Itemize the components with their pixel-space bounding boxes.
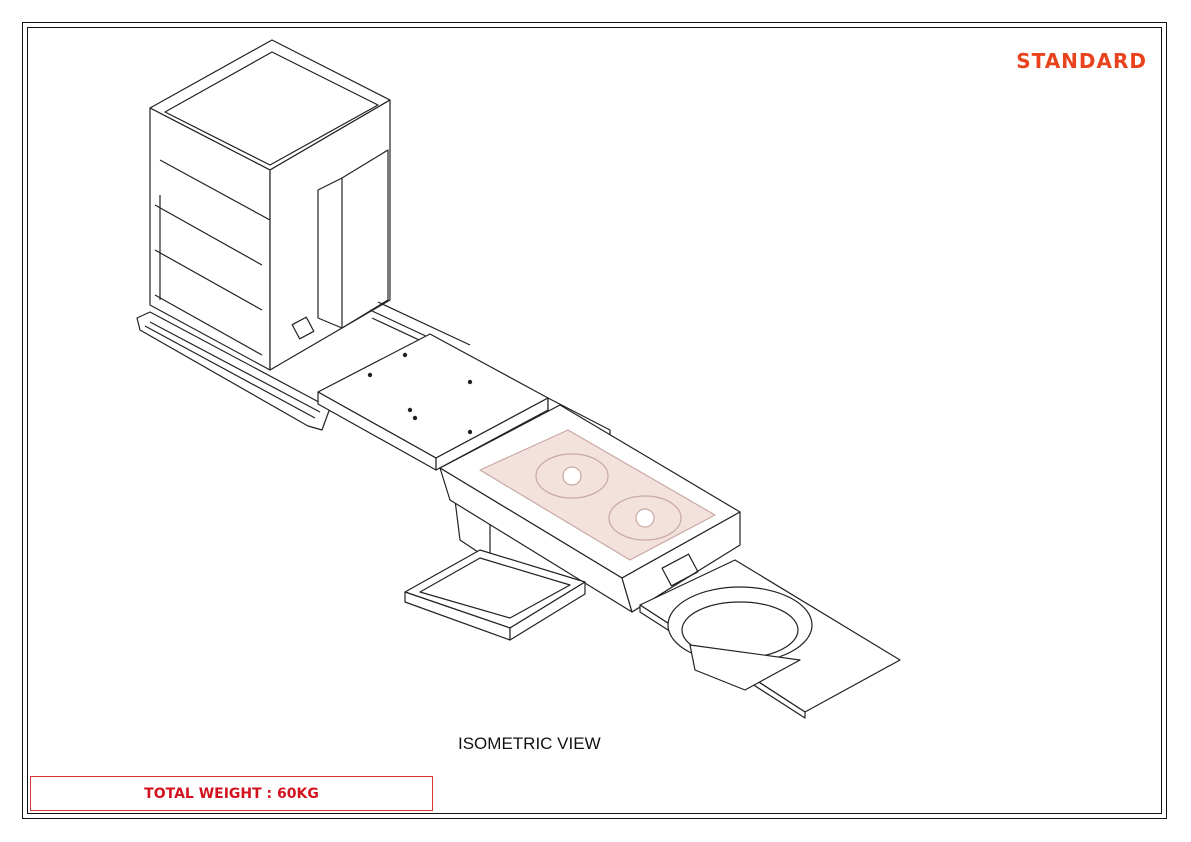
base-rail <box>136 311 331 431</box>
sink-board <box>639 559 901 719</box>
drawing-outer-frame <box>22 22 1167 819</box>
tall-cabinet <box>149 39 391 371</box>
middle-panel <box>317 333 549 471</box>
weight-text: TOTAL WEIGHT : 60KG <box>144 785 319 802</box>
view-label: ISOMETRIC VIEW <box>458 734 601 753</box>
brand-label: STANDARD <box>1016 49 1147 73</box>
weight-box: TOTAL WEIGHT : 60KG <box>30 776 433 811</box>
cooktop-unit <box>439 404 741 613</box>
drawing-inner-frame <box>27 27 1162 814</box>
pull-out-drawer <box>404 549 586 641</box>
